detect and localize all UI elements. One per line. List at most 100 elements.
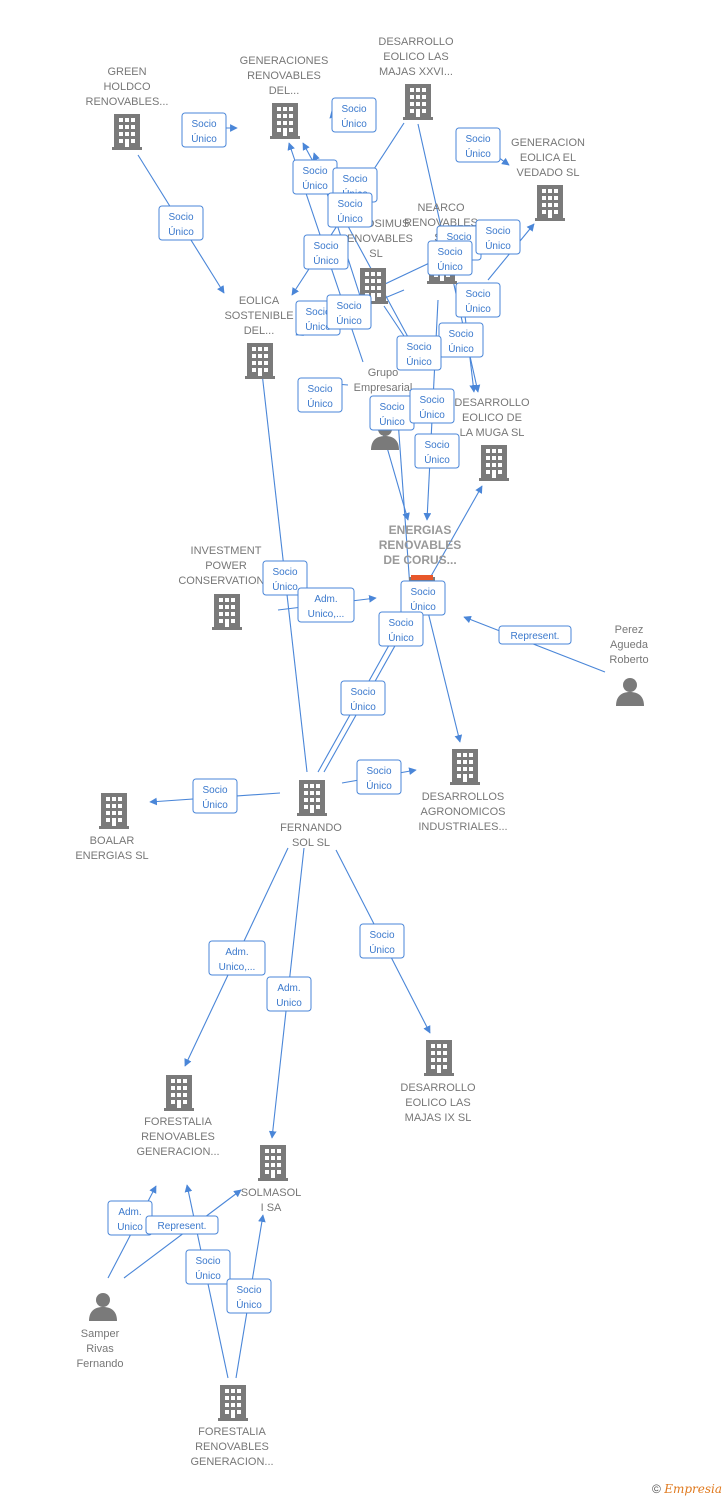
building-icon (535, 185, 565, 221)
node-desarrollos-agronomicos[interactable]: DESARROLLOSAGRONOMICOSINDUSTRIALES... (418, 749, 508, 833)
badge-text: Socio (379, 402, 404, 413)
node-label-line: RENOVABLES (195, 1441, 269, 1453)
node-label-line: RENOVABLES (339, 233, 413, 245)
node-label-line: FORESTALIA (144, 1116, 212, 1128)
badge-text: Único (366, 779, 392, 792)
relation-badge-adm-unico-trunc[interactable]: Adm.Unico,... (297, 587, 355, 623)
badge-text: Único (485, 239, 511, 252)
node-label-line: RENOVABLES... (86, 96, 169, 108)
node-investment-power[interactable]: INVESTMENTPOWERCONSERVATION... (178, 545, 274, 630)
node-green-holdco[interactable]: GREENHOLDCORENOVABLES... (86, 66, 169, 150)
badge-text: Único (448, 342, 474, 355)
node-label-line: VEDADO SL (517, 167, 580, 179)
node-label-line: GENERACIONES (240, 55, 329, 67)
relation-badge-adm-unico-trunc[interactable]: Adm.Unico,... (208, 940, 266, 976)
badge-text: Socio (388, 618, 413, 629)
node-label-line: Fernando (76, 1358, 123, 1370)
node-forestalia-2[interactable]: FORESTALIARENOVABLESGENERACION... (190, 1385, 274, 1468)
node-label-line: EOLICA EL (520, 152, 576, 164)
badge-text: Único (465, 147, 491, 160)
node-label-line: Perez (615, 624, 644, 636)
node-label-line: EOLICO LAS (405, 1097, 470, 1109)
badge-text: Socio (168, 212, 193, 223)
badge-text: Único (336, 314, 362, 327)
node-label-line: SOL SL (292, 837, 330, 849)
node-fernando-sol[interactable]: FERNANDO SOL SL (280, 780, 342, 849)
building-icon (112, 114, 142, 150)
brand-logo[interactable]: Empresia (664, 1482, 722, 1496)
node-label-line: Grupo (368, 367, 399, 379)
relation-badge-represent[interactable]: Represent. (498, 625, 572, 645)
relation-badge-adm-unico[interactable]: Adm.Unico (266, 976, 312, 1012)
badge-text: Represent. (511, 631, 560, 642)
badge-text: Socio (313, 241, 338, 252)
node-label-line: AGRONOMICOS (421, 806, 506, 818)
badge-text: Adm. (225, 947, 248, 958)
badge-text: Socio (336, 301, 361, 312)
node-forestalia-1[interactable]: FORESTALIARENOVABLESGENERACION... (136, 1075, 220, 1158)
badge-text: Socio (337, 199, 362, 210)
node-label-line: ENERGIAS SL (75, 850, 148, 862)
building-icon (270, 103, 300, 139)
badge-text: Adm. (314, 594, 337, 605)
node-label-line: DESARROLLOS (422, 791, 505, 803)
relation-badge-represent[interactable]: Represent. (145, 1215, 219, 1235)
badge-text: Único (191, 132, 217, 145)
badge-text: Único (272, 580, 298, 593)
node-label-line: EOLICA (239, 295, 280, 307)
badge-text: Socio (446, 232, 471, 243)
node-label-line: GREEN (107, 66, 146, 78)
node-eolica-sostenible[interactable]: EOLICASOSTENIBLEDEL... (224, 295, 294, 379)
relation-badge-adm-unico[interactable]: Adm.Unico (107, 1200, 153, 1236)
badge-text: Socio (195, 1256, 220, 1267)
building-icon (245, 343, 275, 379)
node-label-line: FERNANDO (280, 822, 342, 834)
badge-text: Socio (465, 289, 490, 300)
node-generaciones-renovables[interactable]: GENERACIONESRENOVABLESDEL... (240, 55, 329, 139)
building-icon (164, 1075, 194, 1111)
building-icon (450, 749, 480, 785)
node-label-line: RENOVABLES (247, 70, 321, 82)
badge-text: Único (302, 179, 328, 192)
node-label-line: Empresarial (354, 382, 413, 394)
node-label-line: DESARROLLO (378, 36, 454, 48)
badge-text: Único (350, 700, 376, 713)
node-label-line: GENERACION... (136, 1146, 219, 1158)
